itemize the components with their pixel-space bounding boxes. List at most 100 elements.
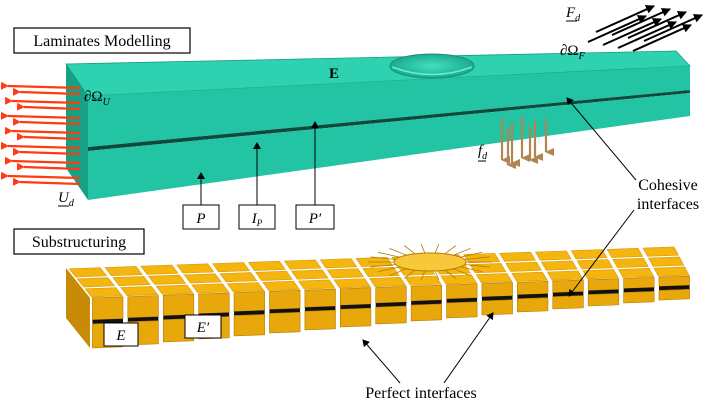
edge-force-arrow [595, 5, 655, 33]
substructure-tile [183, 273, 222, 284]
substructure-front-upper [587, 278, 620, 291]
substructure-tile [147, 274, 187, 285]
substructure-front-lower [658, 288, 690, 301]
substructure-hole-spoke [444, 269, 456, 279]
substructure-tile [104, 266, 143, 277]
substructure-front-upper [375, 286, 407, 304]
substructure-tile [76, 277, 116, 288]
substructure-front-lower [587, 293, 620, 307]
imposed-arrow [12, 147, 81, 156]
svg-text:IP: IP [251, 211, 263, 228]
substructure-front-upper [623, 277, 655, 289]
substructure-interface-gap [517, 293, 548, 299]
substructure-tile [469, 263, 507, 274]
substructure-interface-gap [658, 285, 690, 291]
substructure-front-upper [233, 291, 265, 312]
substructure-interface-gap [127, 316, 159, 322]
substructure-hole-spoke [389, 248, 407, 256]
substructure-hole-spoke [453, 268, 471, 276]
svg-text:Fd: Fd [565, 5, 581, 24]
edge-force-arrow [611, 8, 671, 36]
substructure-front-upper [552, 279, 584, 293]
edge-force-arrow [632, 24, 692, 52]
substructure-e-box: E [103, 322, 139, 347]
substructure-front-lower [233, 314, 265, 337]
substructure-hole-spoke [453, 248, 471, 256]
substructure-tile [176, 263, 215, 274]
substructure-tile [326, 268, 365, 279]
substructure-tile [255, 270, 293, 281]
boundary-f-label: ∂ΩF [560, 43, 586, 62]
material-label: E [329, 66, 339, 82]
imposed-arrow [0, 171, 81, 180]
imposed-arrow [16, 162, 81, 171]
substructure-interface-gap [588, 289, 619, 295]
substructure-front-upper [339, 287, 372, 306]
edge-force-label: Fd [565, 5, 581, 24]
substructure-interface-gap [411, 299, 442, 306]
svg-text:P′: P′ [308, 211, 322, 227]
substructure-interface-gap [446, 297, 478, 303]
body-force-arrows [500, 116, 554, 169]
substructure-front-upper [304, 288, 336, 308]
imposed-arrow [0, 141, 81, 150]
substructure-hole-spoke [370, 256, 396, 260]
substructure-tile [612, 257, 649, 268]
svg-text:fd: fd [478, 143, 488, 162]
substructure-tile [511, 271, 548, 282]
substructure-tile [540, 260, 578, 271]
imposed-displacement-arrows [0, 81, 81, 186]
substructure-front-lower [304, 309, 336, 331]
ply-p-prime-box: P′ [295, 204, 335, 230]
substructure-front-upper [410, 284, 443, 302]
imposed-arrow [16, 102, 81, 111]
laminate-interface-line [88, 90, 690, 151]
edge-force-arrow [602, 18, 662, 46]
substructure-front-lower [375, 305, 407, 325]
substructure-front-upper [127, 295, 159, 319]
substructure-hole-spoke [464, 256, 490, 260]
cohesive-label-line2: interfaces [637, 196, 699, 213]
substructure-tile [68, 267, 108, 278]
substructure-tile [247, 260, 286, 271]
substructure-tile [219, 272, 258, 283]
laminate-plate [65, 50, 691, 200]
substructure-e-prime-box: E′ [184, 314, 222, 339]
ply-pointers [197, 121, 319, 205]
boundary-u-label: ∂ΩU [84, 89, 111, 108]
substructure-front-lower [446, 301, 478, 319]
substructure-hole-spoke [444, 245, 456, 255]
substructure-tile [570, 249, 608, 260]
substructure-tile [283, 259, 322, 270]
substructure-hole-spoke [420, 270, 426, 280]
substructure-front-lower [339, 307, 372, 328]
edge-force-arrows [587, 5, 703, 52]
laminates-title: Laminates Modelling [33, 33, 170, 50]
substructure-tile [576, 259, 614, 270]
cohesive-interfaces-callout: Cohesive interfaces [566, 97, 699, 297]
substructure-tile [191, 283, 230, 294]
substructure-hole-spoke [460, 266, 483, 273]
substructure-tile [226, 282, 265, 293]
perfect-interfaces-callout: Perfect interfaces [362, 312, 494, 402]
substructure-hole-spoke [377, 251, 400, 258]
imposed-arrow [4, 96, 81, 105]
substructure-tile [546, 270, 584, 281]
ply-p-box: P [182, 204, 220, 230]
substructure-tile [653, 266, 690, 277]
substructure-tile [362, 267, 400, 277]
substructure-front-lower [552, 295, 584, 310]
substructure-tile [499, 251, 536, 262]
imposed-arrow [0, 81, 81, 90]
substructure-front-upper [92, 296, 124, 321]
substructure-front-upper [658, 275, 690, 287]
cohesive-label-line1: Cohesive [638, 177, 698, 194]
substructuring-title: Substructuring [32, 234, 126, 251]
edge-force-arrow [617, 21, 677, 49]
imposed-arrow [12, 177, 81, 186]
substructure-tile [369, 277, 407, 287]
substructure-tile [505, 261, 542, 272]
substructure-front-lower [623, 291, 655, 304]
substructure-hole-spoke [404, 245, 416, 255]
substructure-interface-gap [234, 310, 265, 316]
